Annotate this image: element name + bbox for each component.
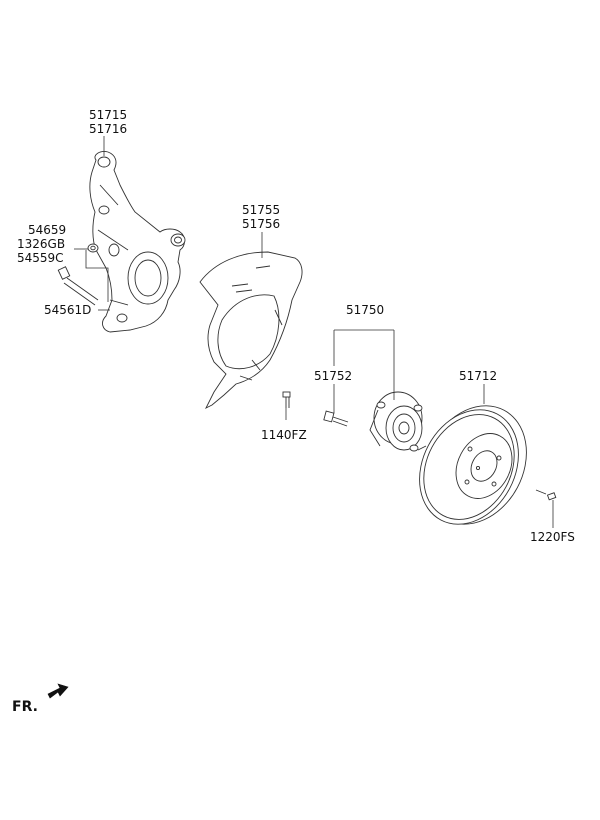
hub-bolt[interactable] <box>323 410 349 427</box>
label-nut-1: 54659 <box>28 223 66 237</box>
brake-disc[interactable] <box>400 388 546 543</box>
nut-part[interactable] <box>87 243 99 253</box>
label-knuckle-1: 51715 <box>89 108 127 122</box>
label-hub-assembly: 51750 <box>346 303 384 317</box>
disc-screw[interactable] <box>535 489 557 501</box>
label-dust-cover-1: 51755 <box>242 203 280 217</box>
label-nut-2: 1326GB <box>17 237 65 251</box>
front-direction-indicator: FR. <box>12 683 69 715</box>
hub-bearing-assembly[interactable] <box>369 391 427 452</box>
label-knuckle-bolt: 54561D <box>44 303 91 317</box>
label-hub-bolt: 51752 <box>314 369 352 383</box>
steering-knuckle[interactable] <box>89 151 186 333</box>
label-brake-disc: 51712 <box>459 369 497 383</box>
dust-cover[interactable] <box>199 251 303 410</box>
leader-lines <box>74 136 554 528</box>
front-arrow-icon <box>47 683 69 699</box>
label-knuckle-2: 51716 <box>89 122 127 136</box>
label-dust-cover-screw: 1140FZ <box>261 428 307 442</box>
knuckle-bolt[interactable] <box>57 266 99 306</box>
dust-cover-screw[interactable] <box>282 391 291 408</box>
label-disc-screw: 1220FS <box>530 530 575 544</box>
label-dust-cover-2: 51756 <box>242 217 280 231</box>
front-label: FR. <box>12 699 38 715</box>
label-nut-3: 54559C <box>17 251 64 265</box>
